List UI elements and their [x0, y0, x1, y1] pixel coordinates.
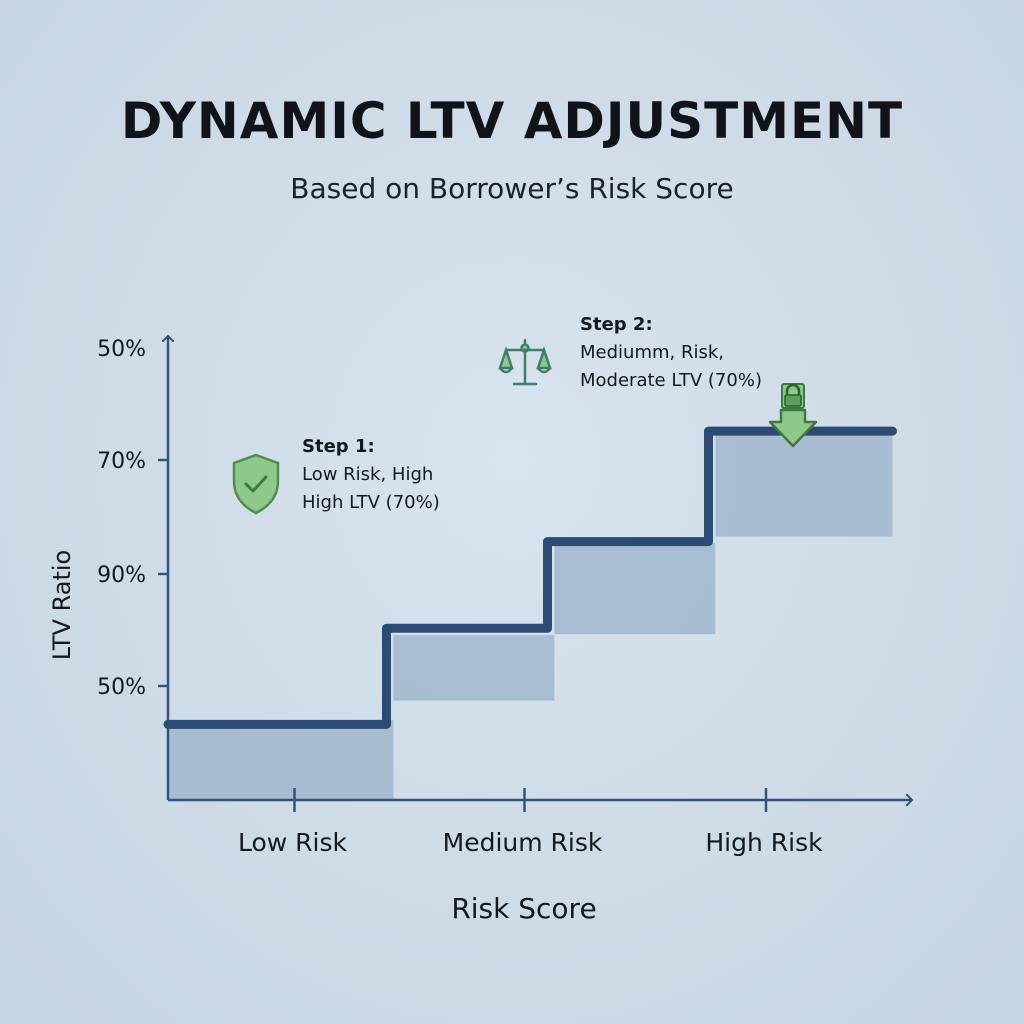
annotation-step-1-line-1: Low Risk, High [302, 464, 433, 485]
y-tick-label: 90% [97, 563, 146, 588]
chart-title: DYNAMIC LTV ADJUSTMENT [120, 92, 904, 150]
band-1 [168, 720, 394, 800]
step-line-layer [163, 426, 897, 729]
axes-layer [158, 336, 912, 812]
x-axis-label: Risk Score [451, 892, 596, 925]
annotation-step-2-line-1: Mediumm, Risk, [580, 342, 724, 363]
annotation-step-1: Step 1: Low Risk, High High LTV (70%) [232, 436, 440, 515]
annotation-step-1-line-2: High LTV (70%) [302, 492, 440, 513]
x-tick-label: High Risk [705, 828, 823, 857]
band-2 [393, 635, 555, 701]
annotation-step-2-line-2: Moderate LTV (70%) [580, 370, 762, 391]
labels-layer: Low Risk Medium Risk High Risk 50% 70% 90% 50%… [48, 337, 823, 925]
annotation-step-2: Step 2: Mediumm, Risk, Moderate LTV (70%… [498, 314, 762, 391]
y-tick-label: 50% [97, 337, 146, 362]
band-3 [554, 543, 716, 635]
balance-scale-icon [498, 338, 552, 386]
bands-layer [168, 432, 893, 800]
lock-arrow-down-icon [768, 383, 818, 448]
y-axis-label: LTV Ratio [48, 550, 76, 660]
x-tick-label: Low Risk [238, 828, 348, 857]
shield-check-icon [232, 453, 280, 515]
x-tick-label: Medium Risk [443, 828, 603, 857]
annotation-step-1-heading: Step 1: [302, 436, 375, 457]
annotation-step-2-heading: Step 2: [580, 314, 653, 335]
step-line [163, 426, 897, 729]
y-tick-label: 50% [97, 675, 146, 700]
chart-subtitle: Based on Borrower’s Risk Score [290, 172, 734, 205]
y-tick-label: 70% [97, 449, 146, 474]
band-4 [715, 432, 893, 537]
